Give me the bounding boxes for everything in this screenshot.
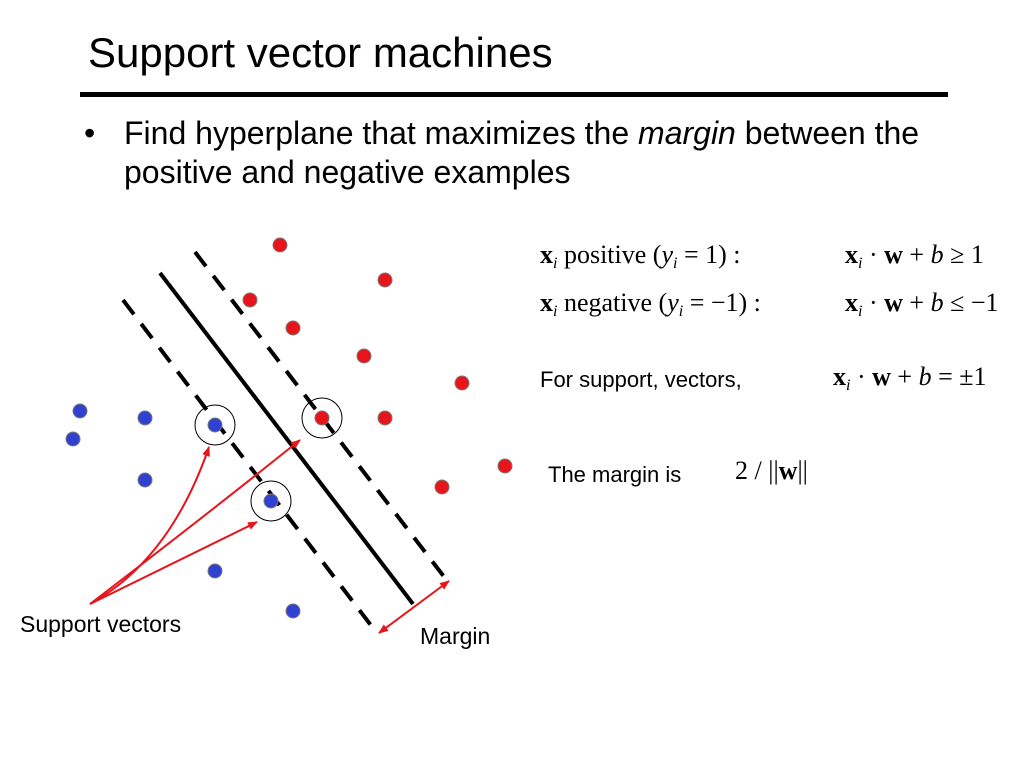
positive-constraint-equation: xi · w + b ≥ 1	[845, 240, 984, 272]
margin-caption: The margin is	[548, 462, 682, 487]
support-vector-arrow-1	[89, 446, 210, 605]
positive-example-point	[242, 292, 258, 308]
negative-example-point	[65, 431, 81, 447]
bullet-text-start: Find hyperplane that maximizes the	[124, 115, 639, 151]
negative-example-point	[137, 472, 153, 488]
positive-example-point	[272, 237, 288, 253]
positive-example-point	[377, 410, 393, 426]
positive-examples	[242, 237, 513, 495]
bullet-point: • Find hyperplane that maximizes the mar…	[84, 114, 924, 192]
positive-example-point	[314, 410, 330, 426]
positive-example-point	[434, 479, 450, 495]
negative-example-point	[285, 603, 301, 619]
negative-example-point	[207, 417, 223, 433]
negative-example-point	[137, 410, 153, 426]
hyperplane-line	[158, 271, 415, 606]
positive-example-point	[497, 458, 513, 474]
bullet-emphasis: margin	[638, 115, 736, 151]
support-vector-caption: For support, vectors,	[540, 367, 742, 392]
slide-title: Support vector machines	[88, 29, 553, 76]
margin-formula: 2 / ||w||	[735, 456, 808, 485]
margin-boundary-negative	[121, 298, 375, 630]
support-vector-arrow-2	[89, 439, 301, 605]
negative-constraint-equation: xi · w + b ≤ −1	[845, 288, 999, 320]
margin-arrow	[378, 580, 450, 634]
positive-example-point	[356, 348, 372, 364]
positive-example-point	[454, 375, 470, 391]
positive-example-point	[377, 272, 393, 288]
title-underline	[80, 92, 948, 97]
bullet-text-end: between the positive and negative exampl…	[124, 115, 920, 191]
bullet-symbol: •	[84, 115, 96, 151]
bullet-text: Find hyperplane that maximizes the margi…	[124, 114, 924, 192]
support-vector-arrow-3	[89, 521, 258, 605]
support-vector-ring	[194, 404, 236, 446]
negative-example-point	[207, 563, 223, 579]
support-vectors-label: Support vectors	[20, 611, 181, 637]
negative-example-point	[72, 403, 88, 419]
negative-example-point	[263, 493, 279, 509]
positive-condition-equation: xi positive (yi = 1) :	[540, 240, 741, 272]
support-vector-ring	[301, 397, 343, 439]
support-vector-equation: xi · w + b = ±1	[833, 362, 987, 394]
negative-condition-equation: xi negative (yi = −1) :	[540, 288, 761, 320]
margin-label: Margin	[420, 623, 490, 649]
support-vector-highlights	[194, 397, 343, 522]
support-vector-ring	[250, 480, 292, 522]
margin-boundary-positive	[193, 250, 447, 580]
negative-examples	[65, 403, 301, 619]
positive-example-point	[285, 320, 301, 336]
